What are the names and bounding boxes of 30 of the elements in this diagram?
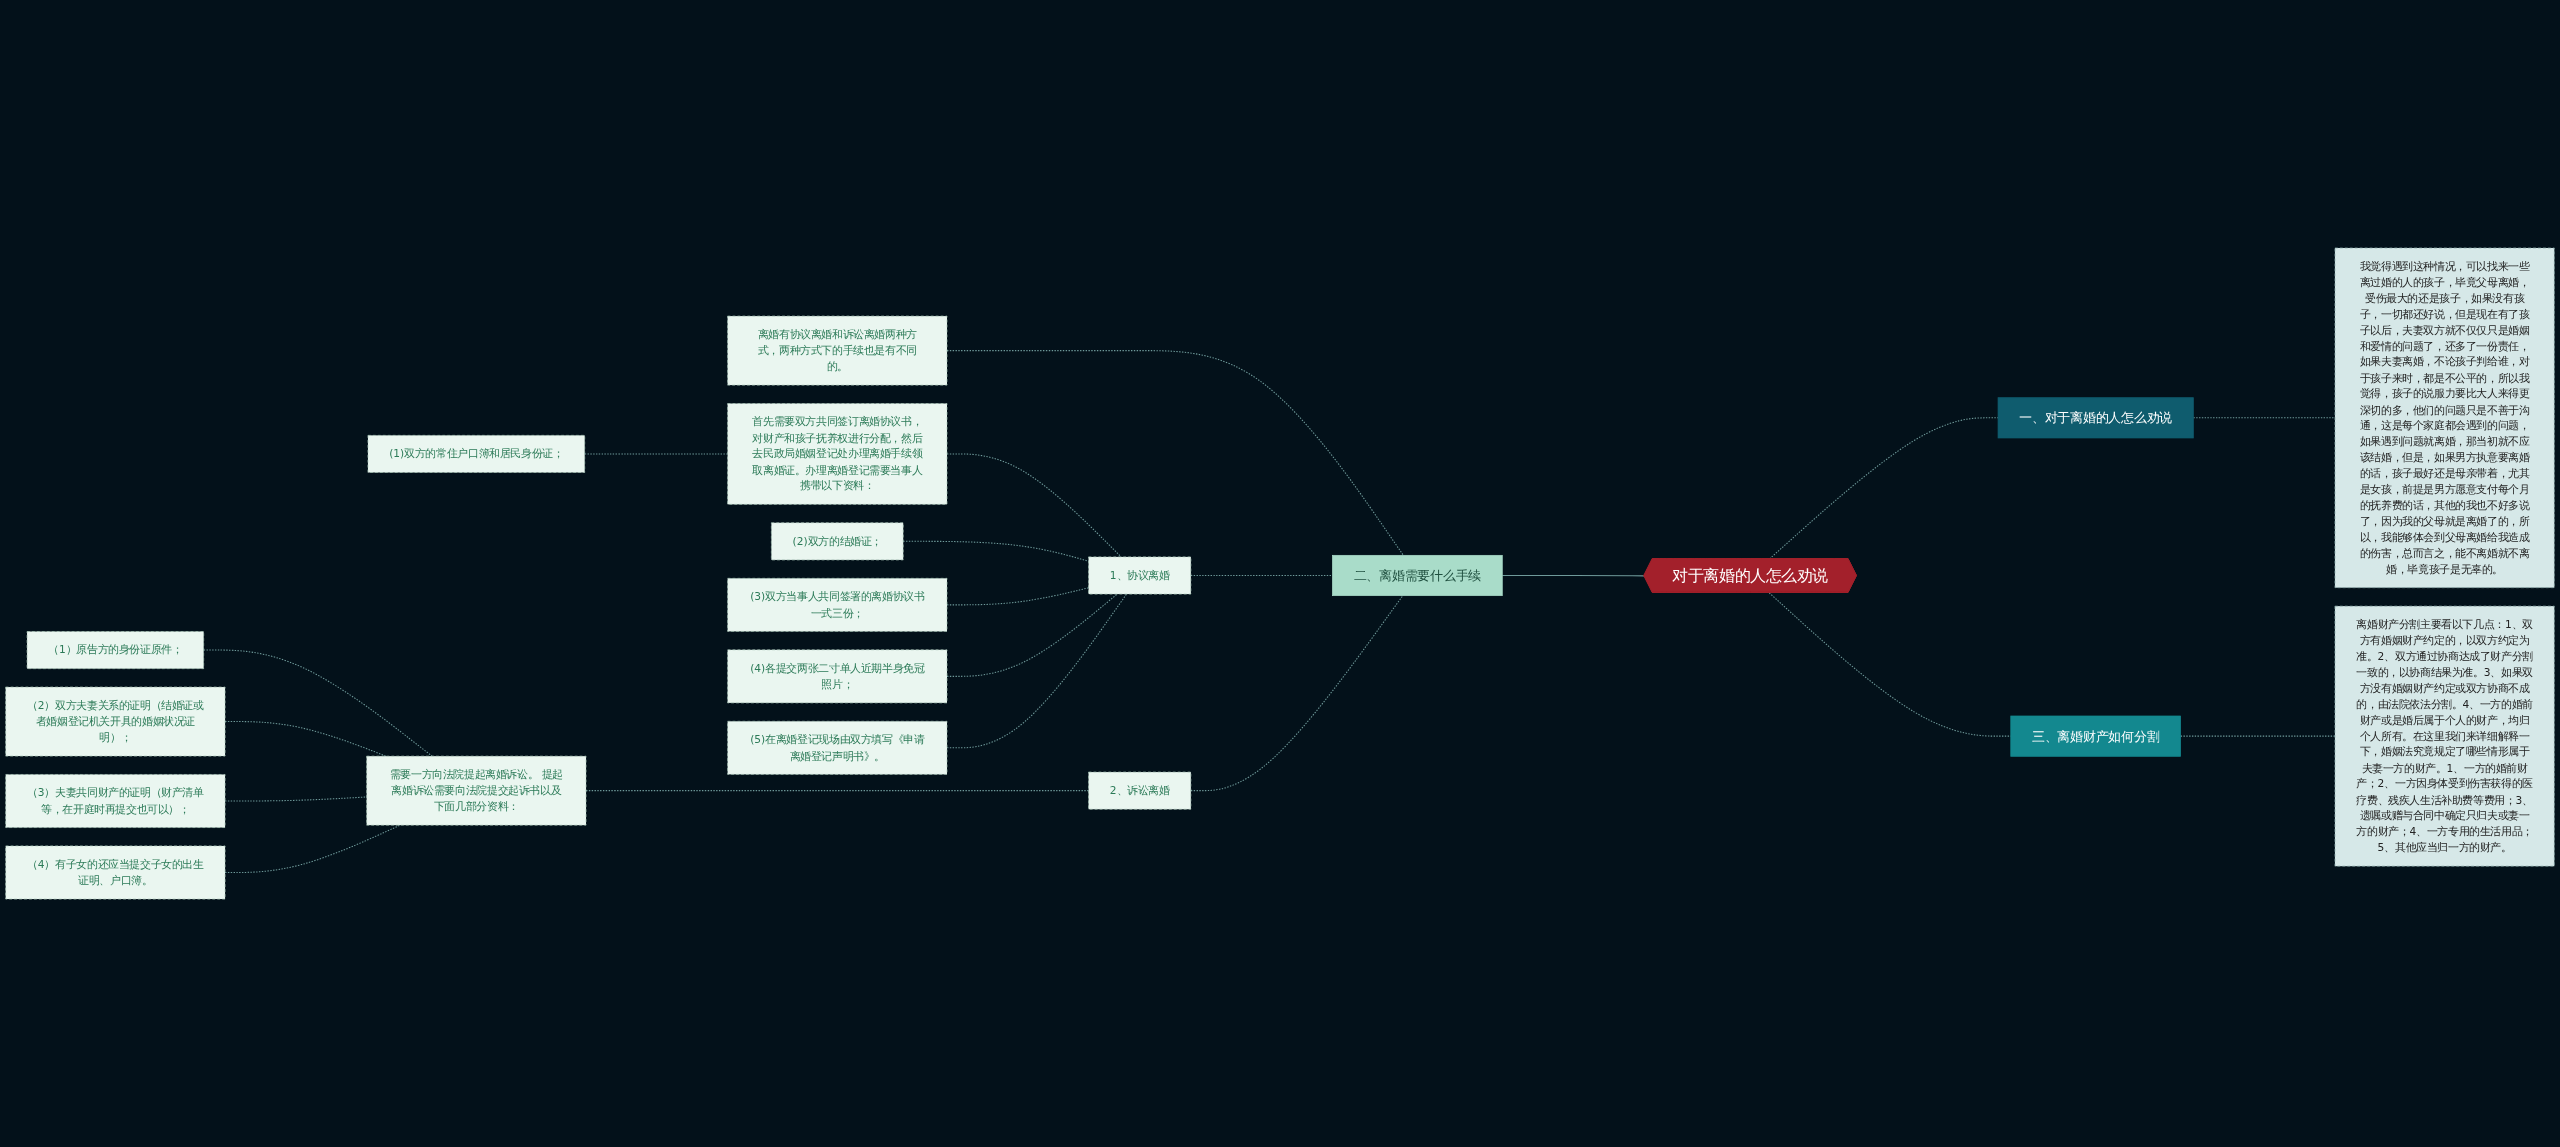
node-box: 需要一方向法院提起离婚诉讼。 提起离婚诉讼需要向法院提交起诉书以及下面几部分资料： xyxy=(366,755,587,826)
node-box: (1)双方的常住户口簿和居民身份证； xyxy=(367,435,586,473)
connector xyxy=(2180,735,2336,737)
node-box: (2)双方的结婚证； xyxy=(771,522,904,561)
connector xyxy=(224,796,368,802)
connector xyxy=(946,453,1122,558)
connector xyxy=(1190,574,1333,576)
node-box: (4)各提交两张二寸单人近期半身免冠照片； xyxy=(727,649,948,704)
node-box: 三、离婚财产如何分割 xyxy=(2010,715,2181,757)
node-box: (3)双方当事人共同签署的离婚协议书一式三份； xyxy=(727,577,948,632)
node-box: 离婚财产分割主要看以下几点：1、双方有婚姻财产约定的，以双方约定为准。2、双方通过协商达成了财产分割一致的，以协商结果为准。3、如果双方没有婚姻财产约定或双方协商不成的，由法院依法分割。4、一方的婚前财产或是婚后属于个人的财产，均归个人所有。在这里我们来详细解释一下，婚姻法究竟规定了哪些情形属于夫妻一方的财产。1、一方的婚前财产；2、一方因身体受到伤害获得的医疗费、残疾人生活补助费等费用；3、遗嘱或赠与合同中确定只归夫或妻一方的财产；4、一方专用的生活用品；5、其他应当归一方的财产。 xyxy=(2334,605,2555,867)
connector xyxy=(203,649,433,757)
node-box: （2）双方夫妻关系的证明（结婚证或者婚姻登记机关开具的婚姻状况证明）； xyxy=(5,686,226,757)
node-box: 1、协议离婚 xyxy=(1088,556,1192,595)
node-box: 二、离婚需要什么手续 xyxy=(1332,554,1503,596)
connector xyxy=(946,593,1118,677)
node-box: 我觉得遇到这种情况，可以找来一些离过婚的人的孩子，毕竟父母离婚，受伤最大的还是孩子，如果没有孩子，一切都还好说，但是现在有了孩子以后，夫妻双方就不仅仅只是婚姻和爱情的问题了，还多了一份责任，如果夫妻离婚，不论孩子判给谁，对于孩子来时，都是不公平的，所以我觉得，孩子的说服力要比大人来得更深切的多，他们的问题只是不善于沟通，这是每个家庭都会遇到的问题，如果遇到问题就离婚，那当初就不应该结婚，但是，如果男方执意要离婚的话，孩子最好还是母亲带着，尤其是女孩，前提是男方愿意支付每个月的抚养费的话，其他的我也不好多说了，因为我的父母就是离婚了的，所以，我能够体会到父母离婚给我造成的伤害，总而言之，能不离婚就不离婚，毕竟孩子是无辜的。 xyxy=(2334,247,2555,589)
connector xyxy=(946,350,1404,556)
node-box: （3）夫妻共同财产的证明（财产清单等，在开庭时再提交也可以）； xyxy=(5,774,226,828)
node-box: 首先需要双方共同签订离婚协议书，对财产和孩子抚养权进行分配，然后去民政局婚姻登记处办理离婚手续领取离婚证。办理离婚登记需要当事人携带以下资料： xyxy=(727,403,948,505)
connector xyxy=(1190,595,1404,792)
connector xyxy=(946,593,1128,749)
node-box: 2、诉讼离婚 xyxy=(1088,771,1192,810)
connector xyxy=(1501,574,1645,577)
node-box: （4）有子女的还应当提交子女的出生证明、户口簿。 xyxy=(5,845,226,900)
node-box: (5)在离婚登记现场由双方填写《申请离婚登记声明书》。 xyxy=(727,720,948,775)
node-box: 离婚有协议离婚和诉讼离婚两种方式，两种方式下的手续也是有不同的。 xyxy=(727,315,948,386)
node-box: 一、对于离婚的人怎么劝说 xyxy=(1997,397,2194,439)
connector xyxy=(1769,417,1999,560)
node-box: （1）原告方的身份证原件； xyxy=(26,631,205,669)
